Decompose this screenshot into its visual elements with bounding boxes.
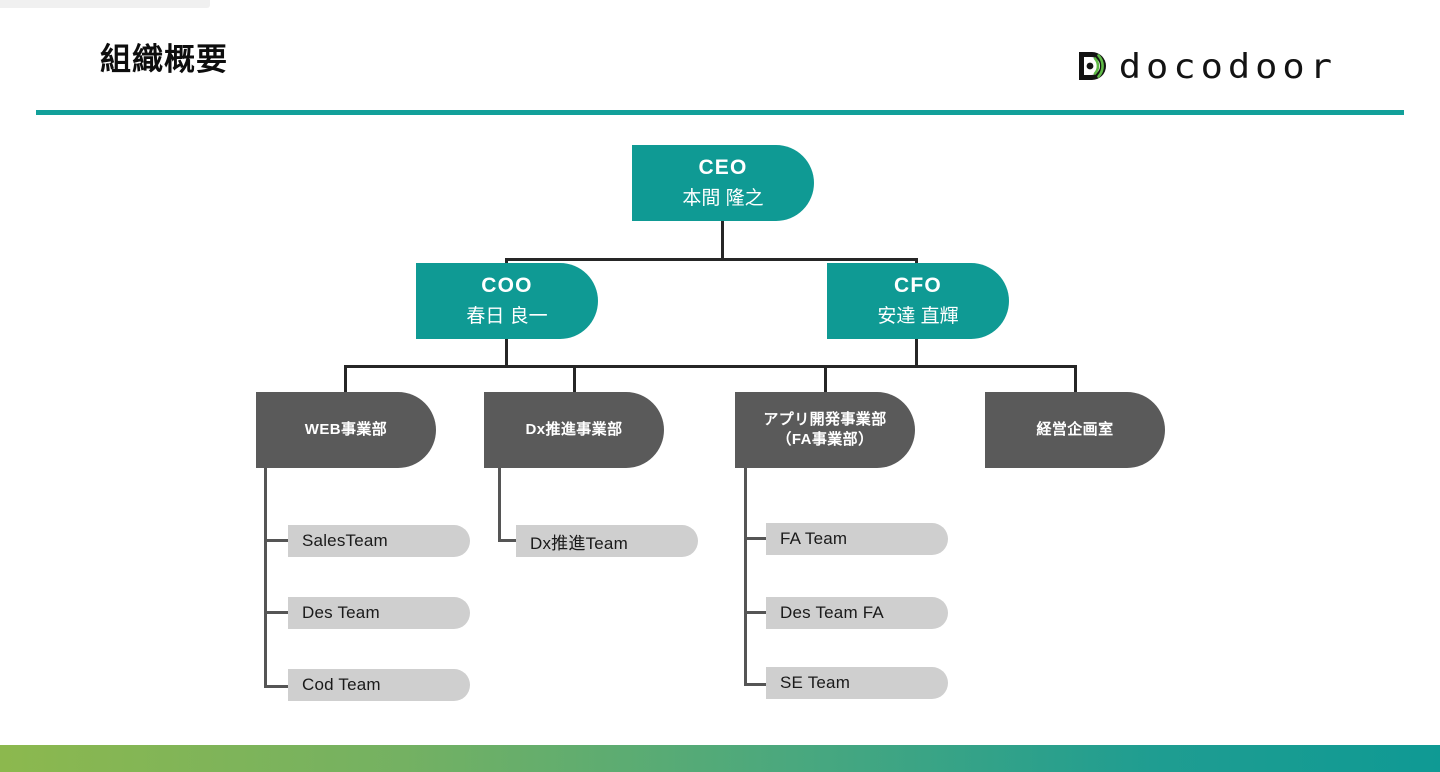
org-node-department-web[interactable]: WEB事業部 xyxy=(256,392,436,468)
org-node-team-des-fa[interactable]: Des Team FA xyxy=(766,597,948,629)
connector-dept-dx-drop xyxy=(573,365,576,395)
org-node-team-cod[interactable]: Cod Team xyxy=(288,669,470,701)
org-chart: CEO 本間 隆之 COO 春日 良一 CFO 安達 直輝 WEB事業部 Dx推… xyxy=(0,120,1440,740)
connector-dx-team-stem xyxy=(498,468,501,541)
org-node-department-web-label: WEB事業部 xyxy=(304,420,388,438)
org-node-team-fa[interactable]: FA Team xyxy=(766,523,948,555)
footer-gradient-bar xyxy=(0,745,1440,772)
org-node-department-app-label: アプリ開発事業部 xyxy=(763,410,887,428)
org-node-department-plan[interactable]: 経営企画室 xyxy=(985,392,1165,468)
connector-cfo-stem xyxy=(915,339,918,367)
connector-app-team-stem xyxy=(744,468,747,686)
connector-dept-plan-drop xyxy=(1074,365,1077,395)
org-node-team-dx-label: Dx推進Team xyxy=(530,533,628,553)
connector-dept-web-drop xyxy=(344,365,347,395)
org-node-cfo-role: CFO xyxy=(894,274,942,297)
docodoor-d-signal-icon xyxy=(1076,49,1110,83)
org-node-team-cod-label: Cod Team xyxy=(302,675,381,694)
org-node-department-dx-label: Dx推進事業部 xyxy=(525,420,623,438)
org-node-team-dx[interactable]: Dx推進Team xyxy=(516,525,698,557)
brand-logo-text: docodoor xyxy=(1118,46,1337,86)
connector-app-team-branch-3 xyxy=(744,683,768,686)
org-node-team-des-label: Des Team xyxy=(302,603,380,622)
org-node-ceo-person: 本間 隆之 xyxy=(682,188,764,209)
connector-web-team-branch-2 xyxy=(264,611,290,614)
connector-app-team-branch-1 xyxy=(744,537,768,540)
org-node-team-se-label: SE Team xyxy=(780,673,851,692)
org-node-department-plan-label: 経営企画室 xyxy=(1036,420,1114,438)
org-node-coo-role: COO xyxy=(481,274,533,297)
org-node-team-des[interactable]: Des Team xyxy=(288,597,470,629)
org-node-team-des-fa-label: Des Team FA xyxy=(780,603,884,622)
connector-app-team-branch-2 xyxy=(744,611,768,614)
connector-ceo-stem xyxy=(721,221,724,258)
org-node-department-app-sublabel: （FA事業部） xyxy=(776,431,874,448)
org-node-coo-person: 春日 良一 xyxy=(466,306,548,327)
org-node-coo[interactable]: COO 春日 良一 xyxy=(416,263,598,339)
org-node-cfo[interactable]: CFO 安達 直輝 xyxy=(827,263,1009,339)
org-node-ceo-role: CEO xyxy=(698,156,748,179)
org-node-department-dx[interactable]: Dx推進事業部 xyxy=(484,392,664,468)
page-title: 組織概要 xyxy=(100,42,228,77)
connector-exec-bus xyxy=(505,258,918,261)
connector-dx-team-branch-1 xyxy=(498,539,518,542)
org-node-team-sales-label: SalesTeam xyxy=(302,531,388,550)
org-node-department-app[interactable]: アプリ開発事業部 （FA事業部） xyxy=(735,392,915,468)
top-edge-sliver xyxy=(0,0,210,8)
connector-dept-app-drop xyxy=(824,365,827,395)
connector-web-team-stem xyxy=(264,468,267,688)
org-node-team-fa-label: FA Team xyxy=(780,529,848,548)
org-node-cfo-person: 安達 直輝 xyxy=(877,306,959,327)
org-node-team-sales[interactable]: SalesTeam xyxy=(288,525,470,557)
title-divider-rule xyxy=(36,110,1404,115)
org-node-ceo[interactable]: CEO 本間 隆之 xyxy=(632,145,814,221)
connector-coo-stem xyxy=(505,339,508,367)
connector-web-team-branch-3 xyxy=(264,685,290,688)
org-node-team-se[interactable]: SE Team xyxy=(766,667,948,699)
brand-logo: docodoor xyxy=(1076,44,1337,88)
connector-web-team-branch-1 xyxy=(264,539,290,542)
connector-department-bus xyxy=(344,365,1077,368)
